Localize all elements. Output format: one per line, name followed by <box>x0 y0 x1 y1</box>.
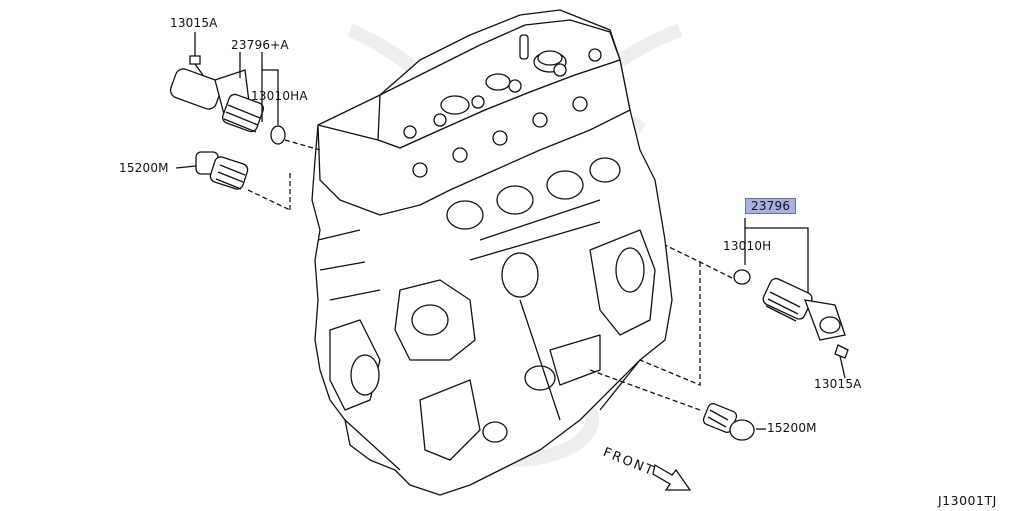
front-arrow <box>652 463 692 491</box>
right-solenoid-assembly <box>589 218 849 441</box>
engine-block <box>311 9 673 496</box>
diagram-code: J13001TJ <box>938 493 997 508</box>
part-label-bolt-right: 13015A <box>814 377 862 391</box>
part-label-solenoid-left: 23796+A <box>231 38 289 52</box>
left-solenoid-assembly <box>169 32 321 211</box>
part-label-filter-right: 15200M <box>767 421 817 435</box>
part-label-bolt-left: 13015A <box>170 16 218 30</box>
part-label-oring-left: 13010HA <box>251 89 308 103</box>
part-label-oring-right: 13010H <box>723 239 772 253</box>
part-label-filter-left: 15200M <box>119 161 169 175</box>
part-label-solenoid-right: 23796 <box>745 198 797 214</box>
